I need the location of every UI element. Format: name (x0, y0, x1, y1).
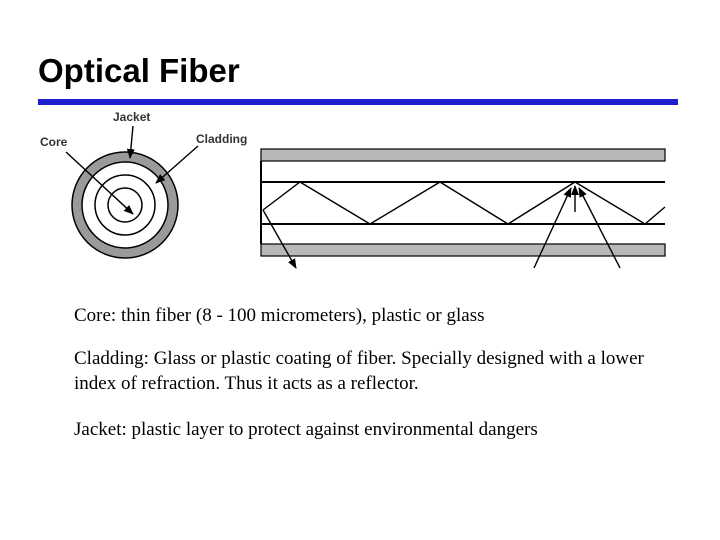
cladding-description: Cladding: Glass or plastic coating of fi… (74, 348, 644, 394)
incident-ray-left (533, 187, 572, 269)
slide-title: Optical Fiber (38, 52, 240, 89)
jacket-description: Jacket: plastic layer to protect against… (74, 419, 538, 440)
cladding-pointer-arrow (155, 145, 199, 184)
cladding-label: Cladding (196, 132, 247, 146)
fiber-cross-section (71, 151, 179, 259)
upper-jacket-wall (260, 148, 666, 162)
optical-fiber-diagram: Jacket Core Cladding (40, 110, 666, 269)
core-circle (107, 187, 143, 223)
core-description: Core: thin fiber (8 - 100 micrometers), … (74, 305, 485, 326)
title-underline (38, 99, 678, 105)
fiber-longitudinal-view (260, 148, 666, 269)
cladding-inner-ring (94, 174, 156, 236)
escaping-ray-arrow (262, 209, 297, 269)
reflected-ray-right (578, 187, 621, 269)
core-label: Core (40, 135, 68, 149)
light-ray-zigzag (262, 181, 666, 225)
core-pointer-arrow (65, 151, 134, 215)
lower-jacket-wall (260, 243, 666, 257)
jacket-pointer-arrow (126, 125, 135, 159)
jacket-label: Jacket (113, 110, 150, 124)
